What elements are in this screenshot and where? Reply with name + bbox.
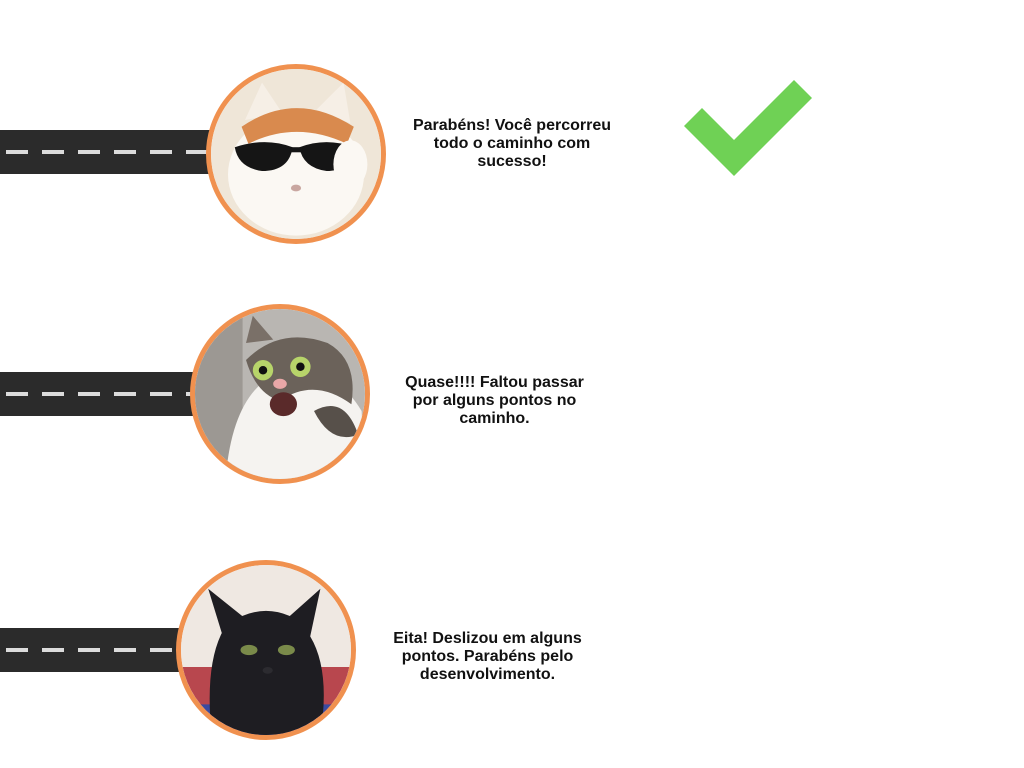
road-dashes <box>0 392 200 396</box>
shocked-cat-avatar <box>190 304 370 484</box>
checkmark-icon <box>684 80 812 176</box>
shocked-cat-image <box>195 309 365 479</box>
black-cat-avatar <box>176 560 356 740</box>
black-cat-image <box>181 565 351 735</box>
road-3 <box>0 628 190 672</box>
road-1 <box>0 130 215 174</box>
result-message-2: Quase!!!! Faltou passar por alguns ponto… <box>405 374 584 427</box>
road-dashes <box>0 648 190 652</box>
result-message-3: Eita! Deslizou em alguns pontos. Parabén… <box>393 630 582 683</box>
cool-cat-image <box>211 69 381 239</box>
result-message-1: Parabéns! Você percorreu todo o caminho … <box>412 117 611 170</box>
road-2 <box>0 372 200 416</box>
cool-cat-avatar <box>206 64 386 244</box>
road-dashes <box>0 150 215 154</box>
